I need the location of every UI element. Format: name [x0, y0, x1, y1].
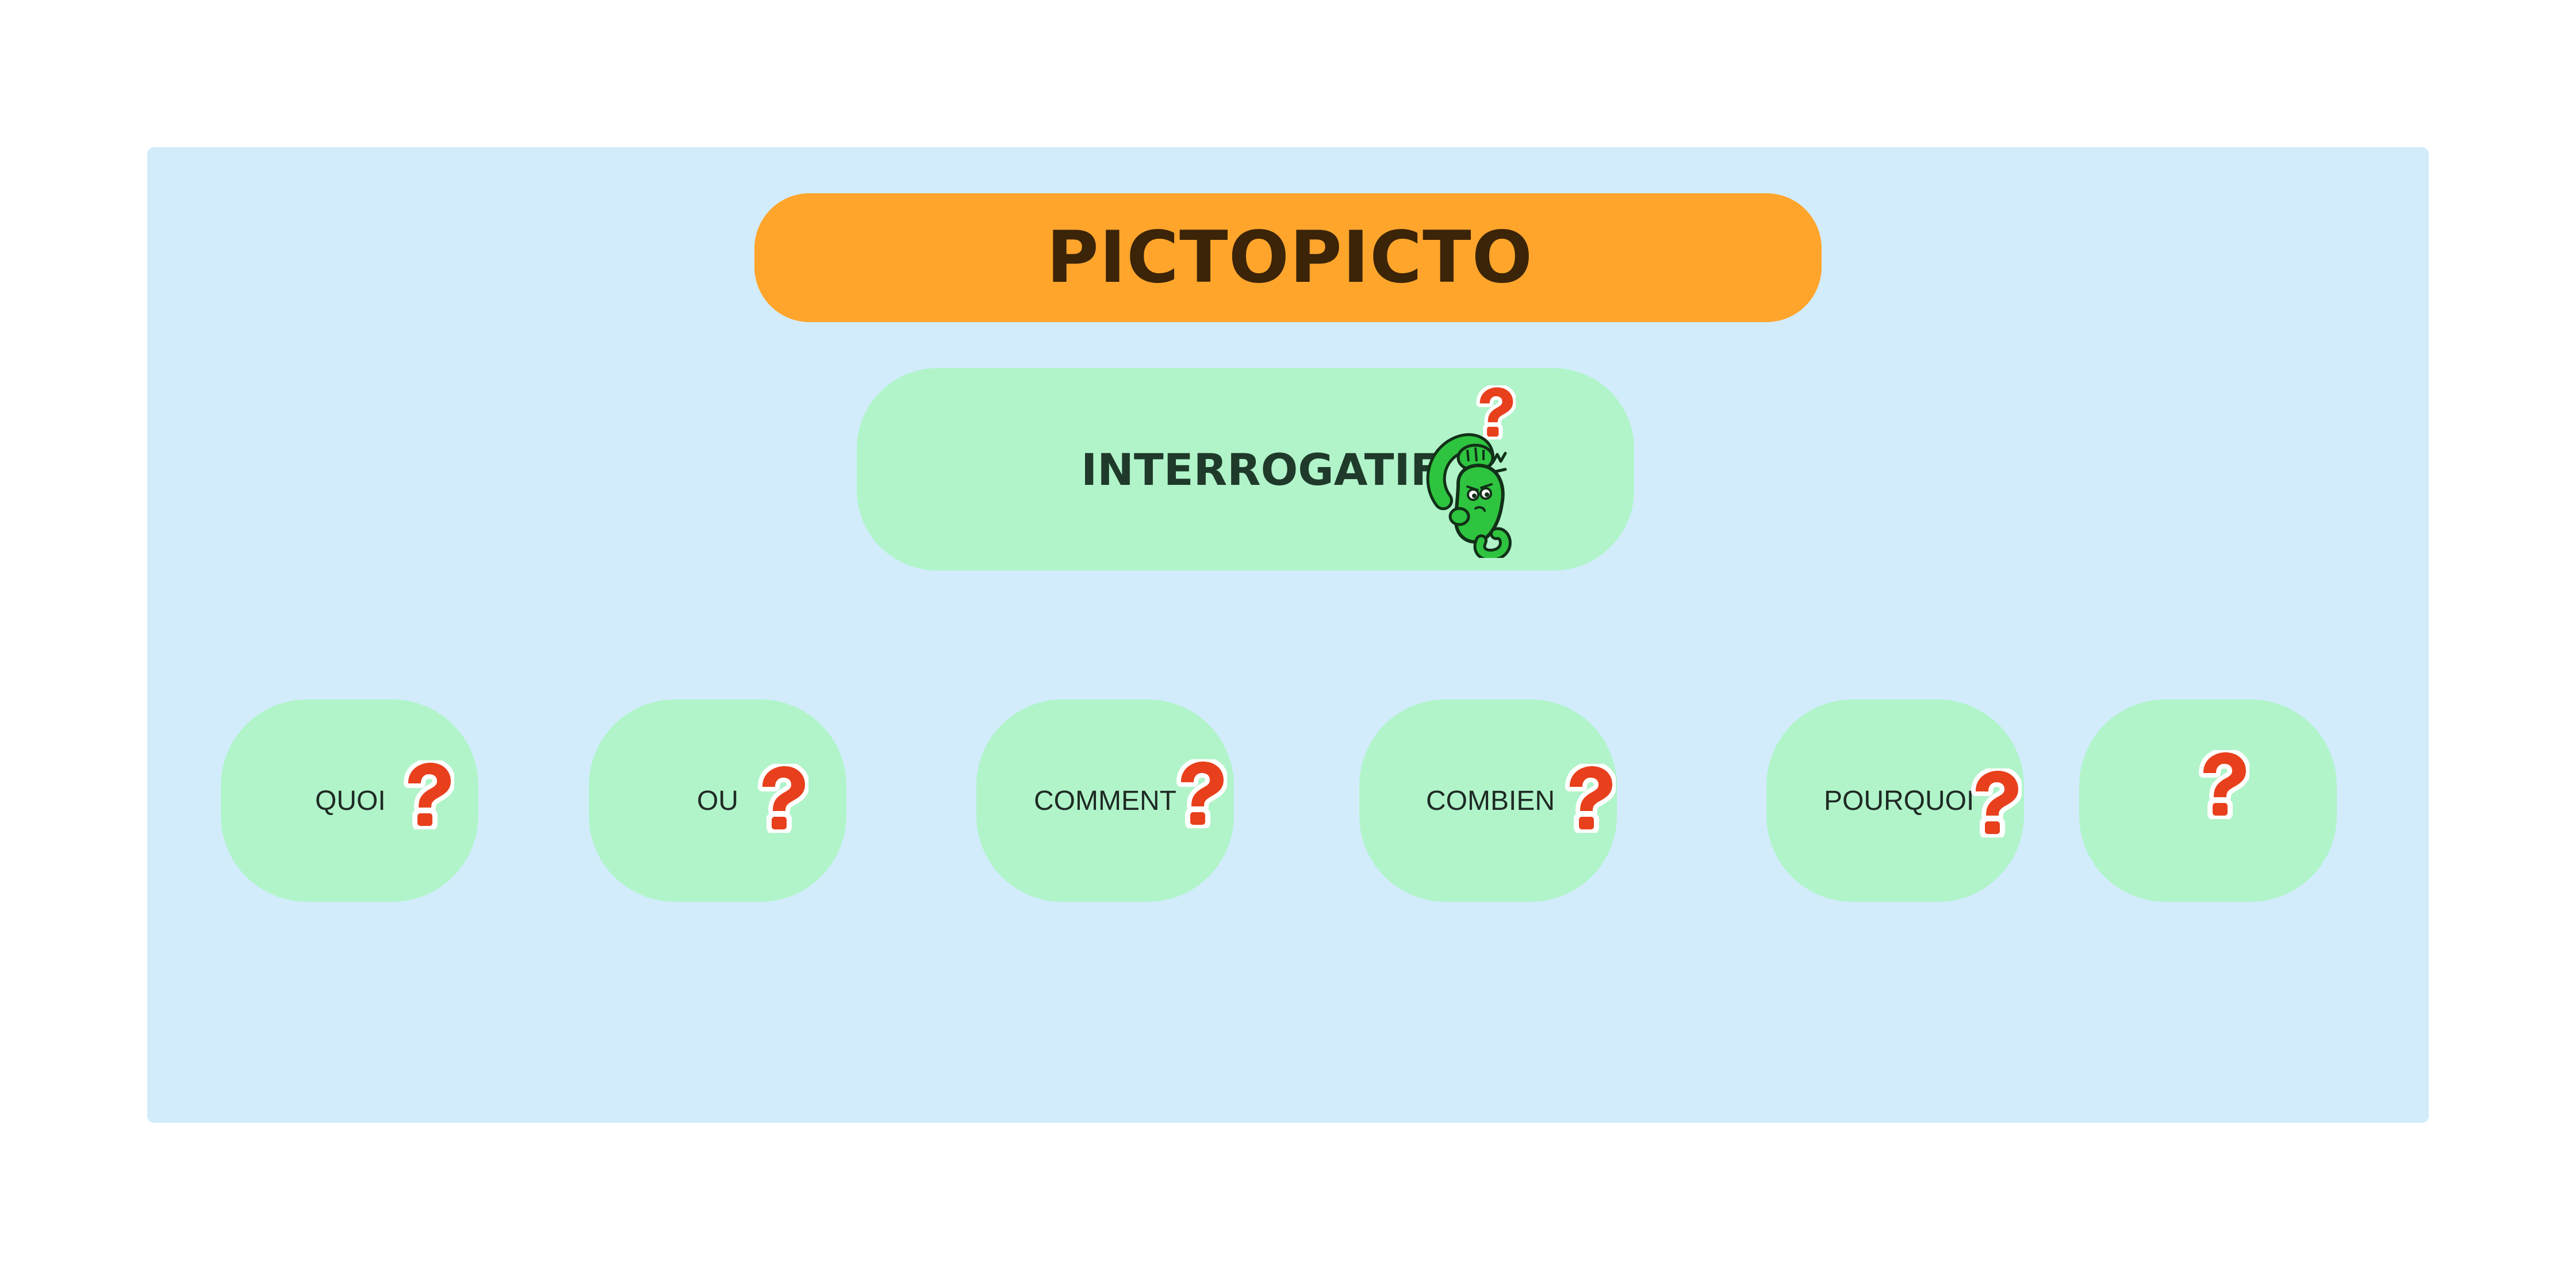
question-mark-icon — [1558, 764, 1616, 833]
question-mark-icon — [397, 760, 454, 829]
question-mark-icon — [1964, 768, 2022, 837]
word-label: POURQUOI — [1824, 785, 1975, 816]
question-mark-icon — [751, 764, 808, 833]
page-title: PICTOPICTO — [1046, 216, 1534, 299]
word-label: OU — [697, 785, 738, 816]
word-node-ou: OU — [589, 699, 846, 902]
word-label: COMBIEN — [1426, 785, 1555, 816]
question-mark-icon — [2192, 750, 2249, 819]
question-mark-icon — [1170, 759, 1227, 828]
main-node-label: INTERROGATIF — [1081, 443, 1440, 495]
word-label: QUOI — [315, 785, 386, 816]
word-node-comment: COMMENT — [976, 699, 1234, 902]
thinking-mascot-icon — [1426, 385, 1533, 558]
title-banner: PICTOPICTO — [754, 193, 1822, 322]
main-node-interrogatif: INTERROGATIF — [857, 368, 1634, 571]
word-node-quoi: QUOI — [221, 699, 478, 902]
word-node-combien: COMBIEN — [1359, 699, 1617, 902]
word-node-question — [2079, 699, 2337, 902]
word-label: COMMENT — [1034, 785, 1176, 816]
word-node-pourquoi: POURQUOI — [1766, 699, 2024, 902]
